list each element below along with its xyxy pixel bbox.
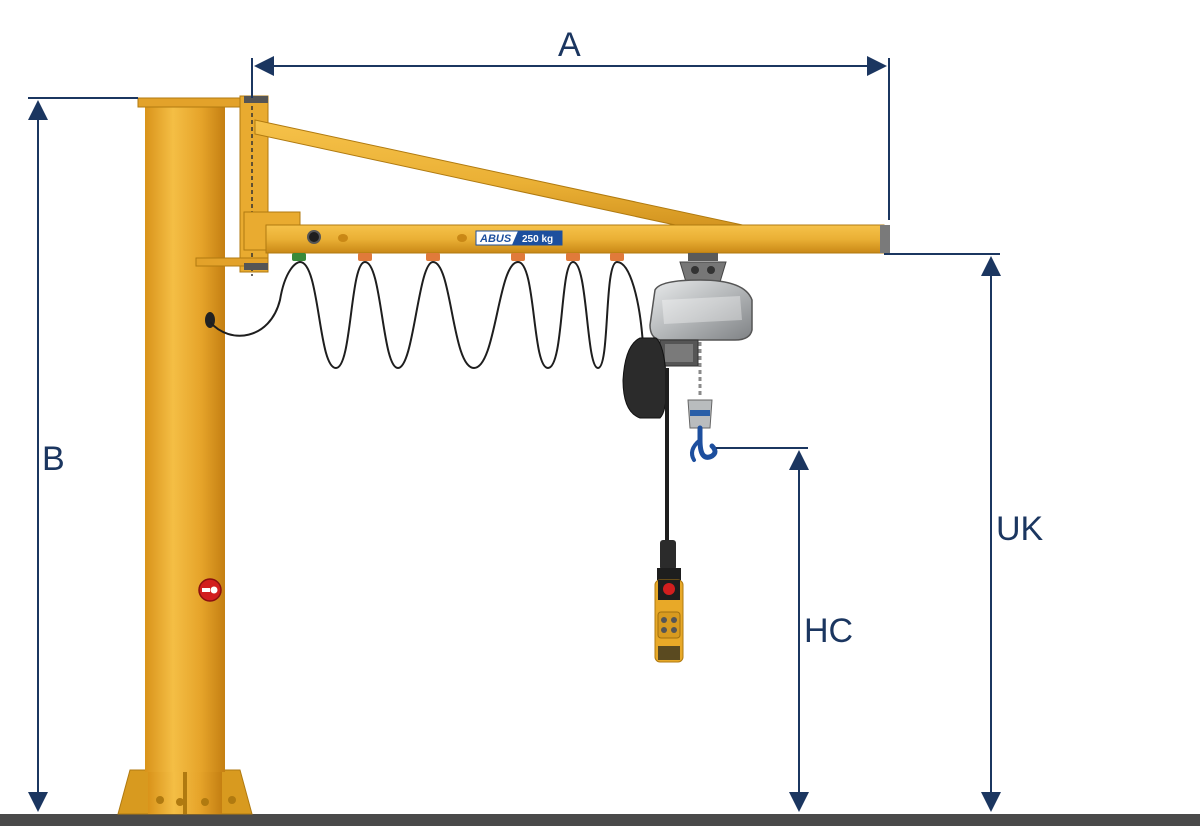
cable-trolleys xyxy=(292,253,624,261)
dimension-A: A xyxy=(251,26,890,220)
dimension-label-UK: UK xyxy=(996,510,1044,548)
festoon-cable xyxy=(209,260,644,370)
dimension-label-A: A xyxy=(558,26,581,64)
emergency-stop-icon xyxy=(198,578,222,602)
control-pendant xyxy=(654,368,684,663)
dimension-UK: UK xyxy=(884,253,1044,812)
floor xyxy=(0,814,1200,826)
hoist-trolley xyxy=(679,253,727,283)
dimension-HC: HC xyxy=(716,447,853,812)
dimension-B: B xyxy=(28,97,138,812)
capacity-text: 250 kg xyxy=(522,234,553,245)
crane-column xyxy=(145,104,225,772)
brand-text: ABUS xyxy=(479,233,512,245)
dimension-label-HC: HC xyxy=(804,612,853,650)
column-base xyxy=(117,769,253,815)
hook-block-icon xyxy=(687,399,718,462)
chain-hoist xyxy=(622,279,753,419)
boom-capacity-label: ABUS 250 kg xyxy=(475,230,563,246)
jib-boom xyxy=(265,224,885,254)
boom-end-cap xyxy=(880,225,890,253)
dimension-label-B: B xyxy=(42,440,65,478)
boom-pivot-icon xyxy=(307,230,321,244)
